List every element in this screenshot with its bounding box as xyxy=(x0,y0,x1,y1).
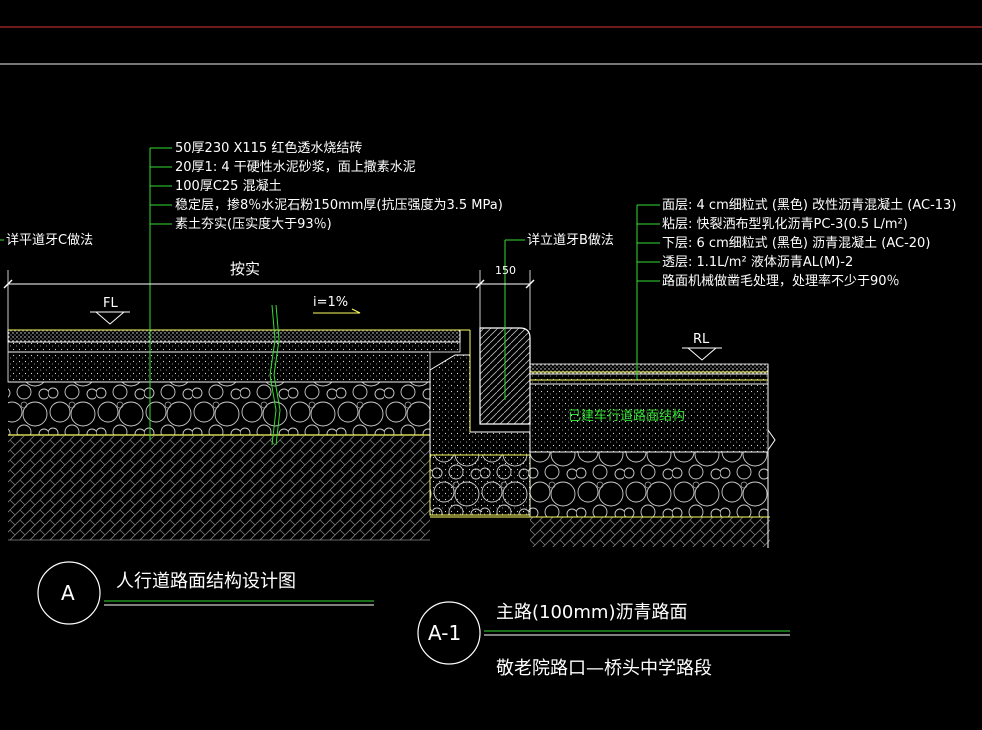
section-a-title: 人行道路面结构设计图 xyxy=(116,571,296,592)
section-a-symbol: A xyxy=(61,581,75,605)
annotation-concrete: 100厚C25 混凝土 xyxy=(175,179,282,194)
dimension-150-label: 150 xyxy=(495,264,516,277)
existing-road-label: 已建车行道路面结构 xyxy=(568,409,686,424)
annotation-lower-layer: 下层: 6 cm细粒式 (黑色) 沥青混凝土 (AC-20) xyxy=(662,236,931,251)
rl-label: RL xyxy=(693,332,710,347)
section-a1-title: 主路(100mm)沥青路面 xyxy=(496,602,688,623)
annotation-soil: 素土夯实(压实度大于93％) xyxy=(175,217,332,232)
annotation-tack-coat: 粘层: 快裂洒布型乳化沥青PC-3(0.5 L/m²) xyxy=(662,217,908,232)
annotation-milling: 路面机械做凿毛处理，处理率不少于90％ xyxy=(662,274,900,289)
curb-b-label: 详立道牙B做法 xyxy=(527,233,614,248)
annotation-surface-layer: 面层: 4 cm细粒式 (黑色) 改性沥青混凝土 (AC-13) xyxy=(662,198,957,213)
section-a1-symbol: A-1 xyxy=(428,621,462,645)
section-a1-subtitle: 敬老院路口—桥头中学路段 xyxy=(496,658,712,679)
curb-c-label: 详平道牙C做法 xyxy=(6,233,94,248)
annotation-paver: 50厚230 X115 红色透水烧结砖 xyxy=(175,141,363,156)
slope-label: i=1% xyxy=(313,295,349,310)
fl-label: FL xyxy=(103,296,118,311)
annotation-stabilized-layer: 稳定层，掺8％水泥石粉150mm厚(抗压强度为3.5 MPa) xyxy=(175,198,503,213)
dimension-main-label: 按实 xyxy=(230,260,261,278)
annotation-mortar: 20厚1: 4 干硬性水泥砂浆，面上撒素水泥 xyxy=(175,160,416,175)
annotation-prime-coat: 透层: 1.1L/m² 液体沥青AL(M)-2 xyxy=(662,255,854,270)
